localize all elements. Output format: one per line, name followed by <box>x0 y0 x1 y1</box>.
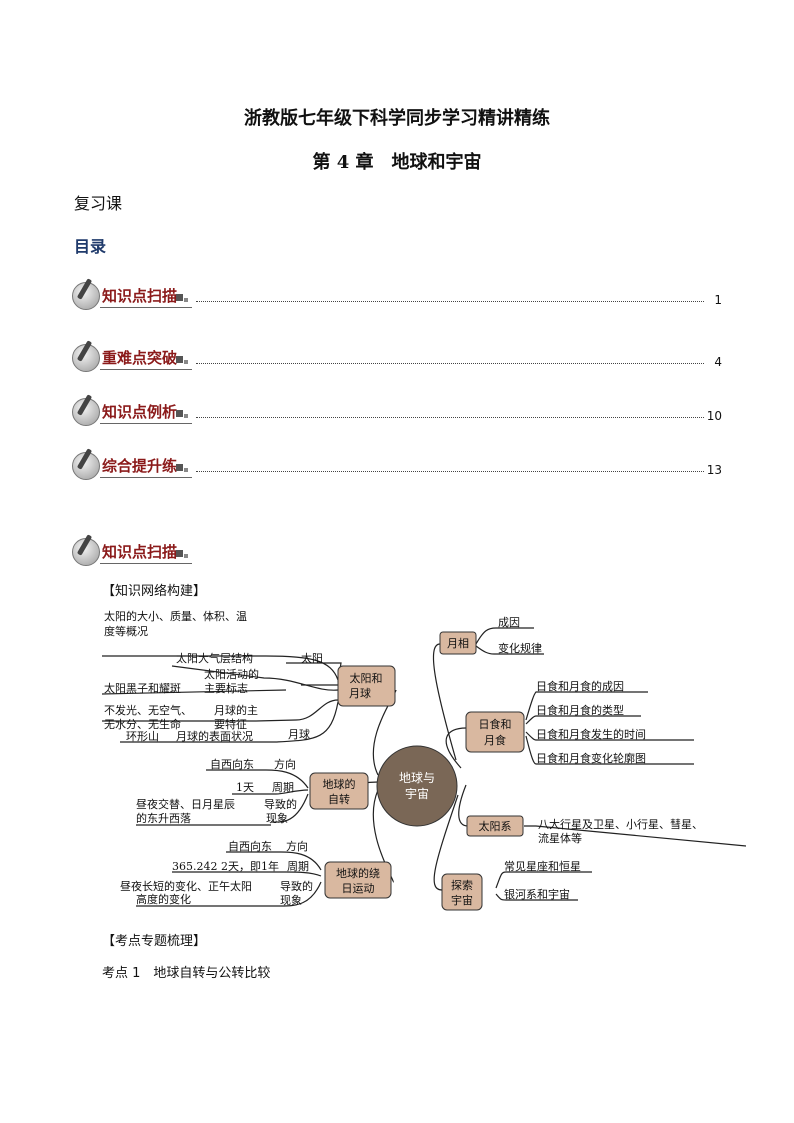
section-badge: 重难点突破 <box>72 340 194 372</box>
explore-item: 常见星座和恒星 <box>504 859 581 873</box>
moon-crater: 环形山 <box>126 730 159 743</box>
moon-main-line1: 月球的主 <box>214 703 258 717</box>
topic-heading: 【考点专题梳理】 <box>102 934 207 949</box>
rotation-period-value: 1天 <box>236 781 254 794</box>
square-icon <box>176 294 183 301</box>
toc-heading: 目录 <box>74 237 107 256</box>
phase-item: 变化规律 <box>498 641 542 655</box>
mind-map: 地球与 宇宙 太阳和 月球 地球的 自转 地球的绕 日运动 月相 日食和 月食 … <box>101 609 746 911</box>
kaodian-1: 考点 1 地球自转与公转比较 <box>102 966 271 981</box>
center-node-line2: 宇宙 <box>405 786 429 801</box>
lesson-label: 复习课 <box>74 194 123 213</box>
node-phase: 月相 <box>447 637 469 650</box>
node-revolution-line2: 日运动 <box>342 882 375 895</box>
eclipse-item: 日食和月食发生的时间 <box>536 727 646 741</box>
toc-entry-label: 综合提升练 <box>102 457 178 475</box>
document-title: 浙教版七年级下科学同步学习精讲精练 <box>244 108 550 129</box>
sun-atmosphere: 太阳大气层结构 <box>176 651 253 665</box>
toc-entry[interactable]: 重难点突破 4 <box>72 340 722 378</box>
explore-item: 银河系和宇宙 <box>504 887 570 901</box>
node-sun-moon-line1: 太阳和 <box>350 672 383 685</box>
solar-item-line1: 八大行星及卫星、小行星、彗星、 <box>538 817 703 831</box>
sun-overview-line1: 太阳的大小、质量、体积、温 <box>104 609 247 623</box>
square-icon <box>176 356 183 363</box>
eclipse-item: 日食和月食的成因 <box>536 679 624 693</box>
revolution-phenomena-line1: 昼夜长短的变化、正午太阳 <box>120 879 252 893</box>
toc-leader <box>196 417 704 418</box>
node-eclipse-line2: 月食 <box>484 733 506 747</box>
revolution-direction-label: 方向 <box>286 839 308 853</box>
section-badge-label: 知识点扫描 <box>102 543 178 561</box>
toc-page-number: 10 <box>706 409 722 423</box>
revolution-period-label: 周期 <box>287 860 309 873</box>
moon-features-line1: 不发光、无空气、 <box>104 703 192 717</box>
sun-activity-line2: 主要标志 <box>204 681 248 695</box>
toc-page-number: 13 <box>706 463 722 477</box>
node-rotation-line1: 地球的 <box>323 777 356 791</box>
section-header: 知识点扫描 <box>72 534 202 568</box>
moon-features-line2: 无水分、无生命 <box>104 717 181 731</box>
center-node-line1: 地球与 <box>399 771 435 785</box>
square-icon <box>176 464 183 471</box>
badge-circle-icon <box>72 538 100 566</box>
node-solar-system: 太阳系 <box>479 820 512 833</box>
sun-activity-line1: 太阳活动的 <box>204 667 259 681</box>
revolution-result-line2: 现象 <box>280 894 302 907</box>
rotation-result-line2: 现象 <box>266 812 288 825</box>
square-icon <box>176 410 183 417</box>
rotation-period-label: 周期 <box>272 781 294 794</box>
revolution-phenomena-line2: 高度的变化 <box>136 892 191 906</box>
rotation-direction-value: 自西向东 <box>210 757 254 771</box>
moon-surface: 月球的表面状况 <box>176 729 253 743</box>
section-badge: 知识点扫描 <box>72 278 194 310</box>
toc-entry[interactable]: 综合提升练 13 <box>72 448 722 486</box>
rotation-direction-label: 方向 <box>274 757 296 771</box>
rotation-phenomena-line1: 昼夜交替、日月星辰 <box>136 797 235 811</box>
node-explore-line1: 探索 <box>451 878 473 892</box>
revolution-period-value: 365.242 2天，即1年 <box>172 859 279 873</box>
revolution-result-line1: 导致的 <box>280 879 313 893</box>
section-badge: 知识点例析 <box>72 394 194 426</box>
network-heading: 【知识网络构建】 <box>102 584 207 599</box>
revolution-direction-value: 自西向东 <box>228 839 272 853</box>
sun-label: 太阳 <box>301 652 323 665</box>
node-rotation-line2: 自转 <box>328 792 350 806</box>
section-badge: 知识点扫描 <box>72 534 194 566</box>
toc-leader <box>196 363 704 364</box>
eclipse-item: 日食和月食的类型 <box>536 703 624 717</box>
solar-item-line2: 流星体等 <box>538 831 582 845</box>
rotation-result-line1: 导致的 <box>264 797 297 811</box>
toc-entry-label: 重难点突破 <box>102 349 178 367</box>
toc-entry[interactable]: 知识点例析 10 <box>72 394 722 432</box>
node-eclipse-line1: 日食和 <box>479 717 512 731</box>
toc-leader <box>196 301 704 302</box>
rotation-phenomena-line2: 的东升西落 <box>136 811 191 825</box>
sun-overview-line2: 度等概况 <box>104 624 148 638</box>
chapter-title: 第 4 章 地球和宇宙 <box>312 152 482 173</box>
toc-page-number: 1 <box>714 293 722 307</box>
node-explore-line2: 宇宙 <box>451 893 473 907</box>
phase-item: 成因 <box>498 616 520 629</box>
square-icon <box>176 550 183 557</box>
sun-spots: 太阳黑子和耀斑 <box>104 682 181 695</box>
toc-page-number: 4 <box>714 355 722 369</box>
moon-label: 月球 <box>288 727 310 741</box>
toc-entry-label: 知识点扫描 <box>102 287 178 305</box>
node-revolution-line1: 地球的绕 <box>336 866 380 880</box>
toc-entry[interactable]: 知识点扫描 1 <box>72 278 722 316</box>
toc-entry-label: 知识点例析 <box>102 403 178 421</box>
eclipse-item: 日食和月食变化轮廓图 <box>536 751 646 765</box>
toc-leader <box>196 471 704 472</box>
node-sun-moon-line2: 月球 <box>349 686 371 700</box>
section-badge: 综合提升练 <box>72 448 194 480</box>
moon-main-line2: 要特征 <box>214 717 247 731</box>
